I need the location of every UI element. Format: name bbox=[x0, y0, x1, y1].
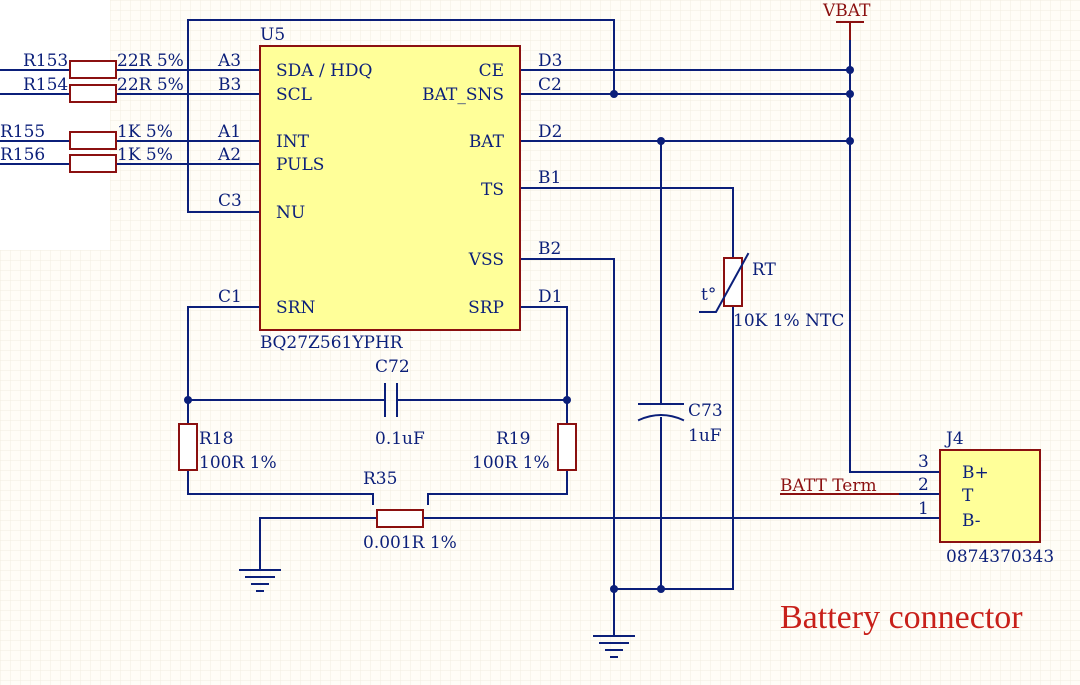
series-resistors: R153 22R 5% R154 22R 5% R155 1K 5% R156 … bbox=[0, 51, 184, 173]
junction-dot bbox=[610, 585, 618, 593]
pin-name: SRN bbox=[276, 298, 315, 318]
wire-vss bbox=[519, 258, 615, 637]
c72-ref: C72 bbox=[375, 357, 410, 377]
pin-num: A3 bbox=[217, 51, 241, 71]
ic-body bbox=[259, 45, 521, 331]
junction-dot bbox=[184, 396, 192, 404]
junction-dot bbox=[846, 90, 854, 98]
pin-num: B1 bbox=[538, 168, 561, 188]
pin-name: PULS bbox=[276, 155, 324, 175]
pin-name: B- bbox=[962, 511, 981, 531]
pin-num: D2 bbox=[538, 122, 562, 142]
rt-value: 10K 1% NTC bbox=[733, 311, 844, 331]
section-title: Battery connector bbox=[780, 599, 1023, 636]
ic-part: BQ27Z561YPHR bbox=[260, 333, 404, 353]
resistor-r153 bbox=[69, 60, 117, 79]
pin-name: CE bbox=[479, 61, 504, 81]
pin-num: A1 bbox=[217, 122, 241, 142]
junction-dot bbox=[657, 137, 665, 145]
batt-term-label: BATT Term bbox=[780, 476, 877, 496]
rt-ref: RT bbox=[752, 260, 777, 280]
resistor-r19: R19 100R 1% bbox=[472, 423, 577, 473]
c72-value: 0.1uF bbox=[375, 429, 425, 449]
capacitor-c73: C73 1uF bbox=[637, 401, 723, 446]
j4-part: 0874370343 bbox=[946, 547, 1054, 567]
pin-name: NU bbox=[276, 203, 305, 223]
wire-r35 bbox=[259, 517, 941, 571]
resistor-r156 bbox=[69, 154, 117, 173]
wire-vbat-rail bbox=[849, 39, 941, 473]
r19-ref: R19 bbox=[496, 429, 530, 449]
resistor-r18: R18 100R 1% bbox=[178, 423, 277, 473]
r156-ref: R156 bbox=[0, 145, 45, 165]
pin-num: 1 bbox=[918, 499, 929, 519]
pin-name: SRP bbox=[468, 298, 504, 318]
junction-dot bbox=[846, 66, 854, 74]
junction-dot bbox=[563, 396, 571, 404]
pin-num: B2 bbox=[538, 239, 561, 259]
pin-name: T bbox=[962, 486, 974, 506]
r156-value: 1K 5% bbox=[117, 145, 173, 165]
pin-name: B+ bbox=[962, 463, 989, 483]
r155-value: 1K 5% bbox=[117, 122, 173, 142]
pin-num: D1 bbox=[538, 287, 562, 307]
r35-ref: R35 bbox=[363, 469, 397, 489]
pin-name: VSS bbox=[468, 250, 504, 270]
wire-nu-loop bbox=[187, 19, 615, 213]
pin-num: 3 bbox=[918, 452, 929, 472]
wire-srn bbox=[187, 306, 374, 505]
r19-value: 100R 1% bbox=[472, 453, 550, 473]
pin-num: B3 bbox=[218, 75, 241, 95]
resistor-r154 bbox=[69, 84, 117, 103]
pin-name: INT bbox=[276, 132, 310, 152]
c73-ref: C73 bbox=[688, 401, 723, 421]
r35-value: 0.001R 1% bbox=[363, 533, 457, 553]
pin-name: SDA / HDQ bbox=[276, 61, 372, 81]
capacitor-c72: C72 0.1uF bbox=[375, 357, 425, 449]
junction-dot bbox=[846, 137, 854, 145]
connector-j4: J4 0874370343 3 B+ 2 T 1 B- bbox=[918, 429, 1054, 567]
r153-ref: R153 bbox=[23, 51, 68, 71]
r154-ref: R154 bbox=[23, 75, 68, 95]
pin-num: C1 bbox=[218, 287, 242, 307]
junction-dot bbox=[610, 90, 618, 98]
pin-name: TS bbox=[481, 180, 504, 200]
vbat-port: VBAT bbox=[822, 1, 871, 40]
pin-name: SCL bbox=[276, 85, 312, 105]
junctions bbox=[184, 66, 854, 593]
c73-value: 1uF bbox=[688, 426, 722, 446]
wires bbox=[0, 19, 941, 637]
ic-ref: U5 bbox=[260, 25, 285, 45]
resistor-r35: R35 0.001R 1% bbox=[363, 469, 457, 553]
pin-num: C2 bbox=[538, 75, 562, 95]
ground-symbol-left bbox=[239, 569, 281, 592]
r153-value: 22R 5% bbox=[117, 51, 184, 71]
offsheet-area bbox=[0, 0, 110, 250]
pin-num: A2 bbox=[217, 145, 241, 165]
resistor-r155 bbox=[69, 131, 117, 150]
vbat-label: VBAT bbox=[822, 1, 871, 21]
junction-dot bbox=[657, 585, 665, 593]
thermistor-rt: RT t° 10K 1% NTC bbox=[699, 252, 844, 331]
rt-symbol: t° bbox=[701, 285, 716, 305]
pin-num: 2 bbox=[918, 475, 929, 495]
pin-num: D3 bbox=[538, 51, 562, 71]
pin-name: BAT_SNS bbox=[422, 85, 504, 105]
r154-value: 22R 5% bbox=[117, 75, 184, 95]
ic-u5: U5 BQ27Z561YPHR A3 SDA / HDQ B3 SCL A1 I… bbox=[217, 25, 562, 353]
pin-num: C3 bbox=[218, 191, 242, 211]
r155-ref: R155 bbox=[0, 122, 45, 142]
wire-ts bbox=[519, 187, 734, 259]
ground-symbol-right bbox=[593, 635, 635, 658]
r18-ref: R18 bbox=[199, 429, 233, 449]
j4-ref: J4 bbox=[944, 429, 964, 449]
wire-srp bbox=[427, 306, 568, 505]
r18-value: 100R 1% bbox=[199, 453, 277, 473]
pin-name: BAT bbox=[469, 132, 505, 152]
